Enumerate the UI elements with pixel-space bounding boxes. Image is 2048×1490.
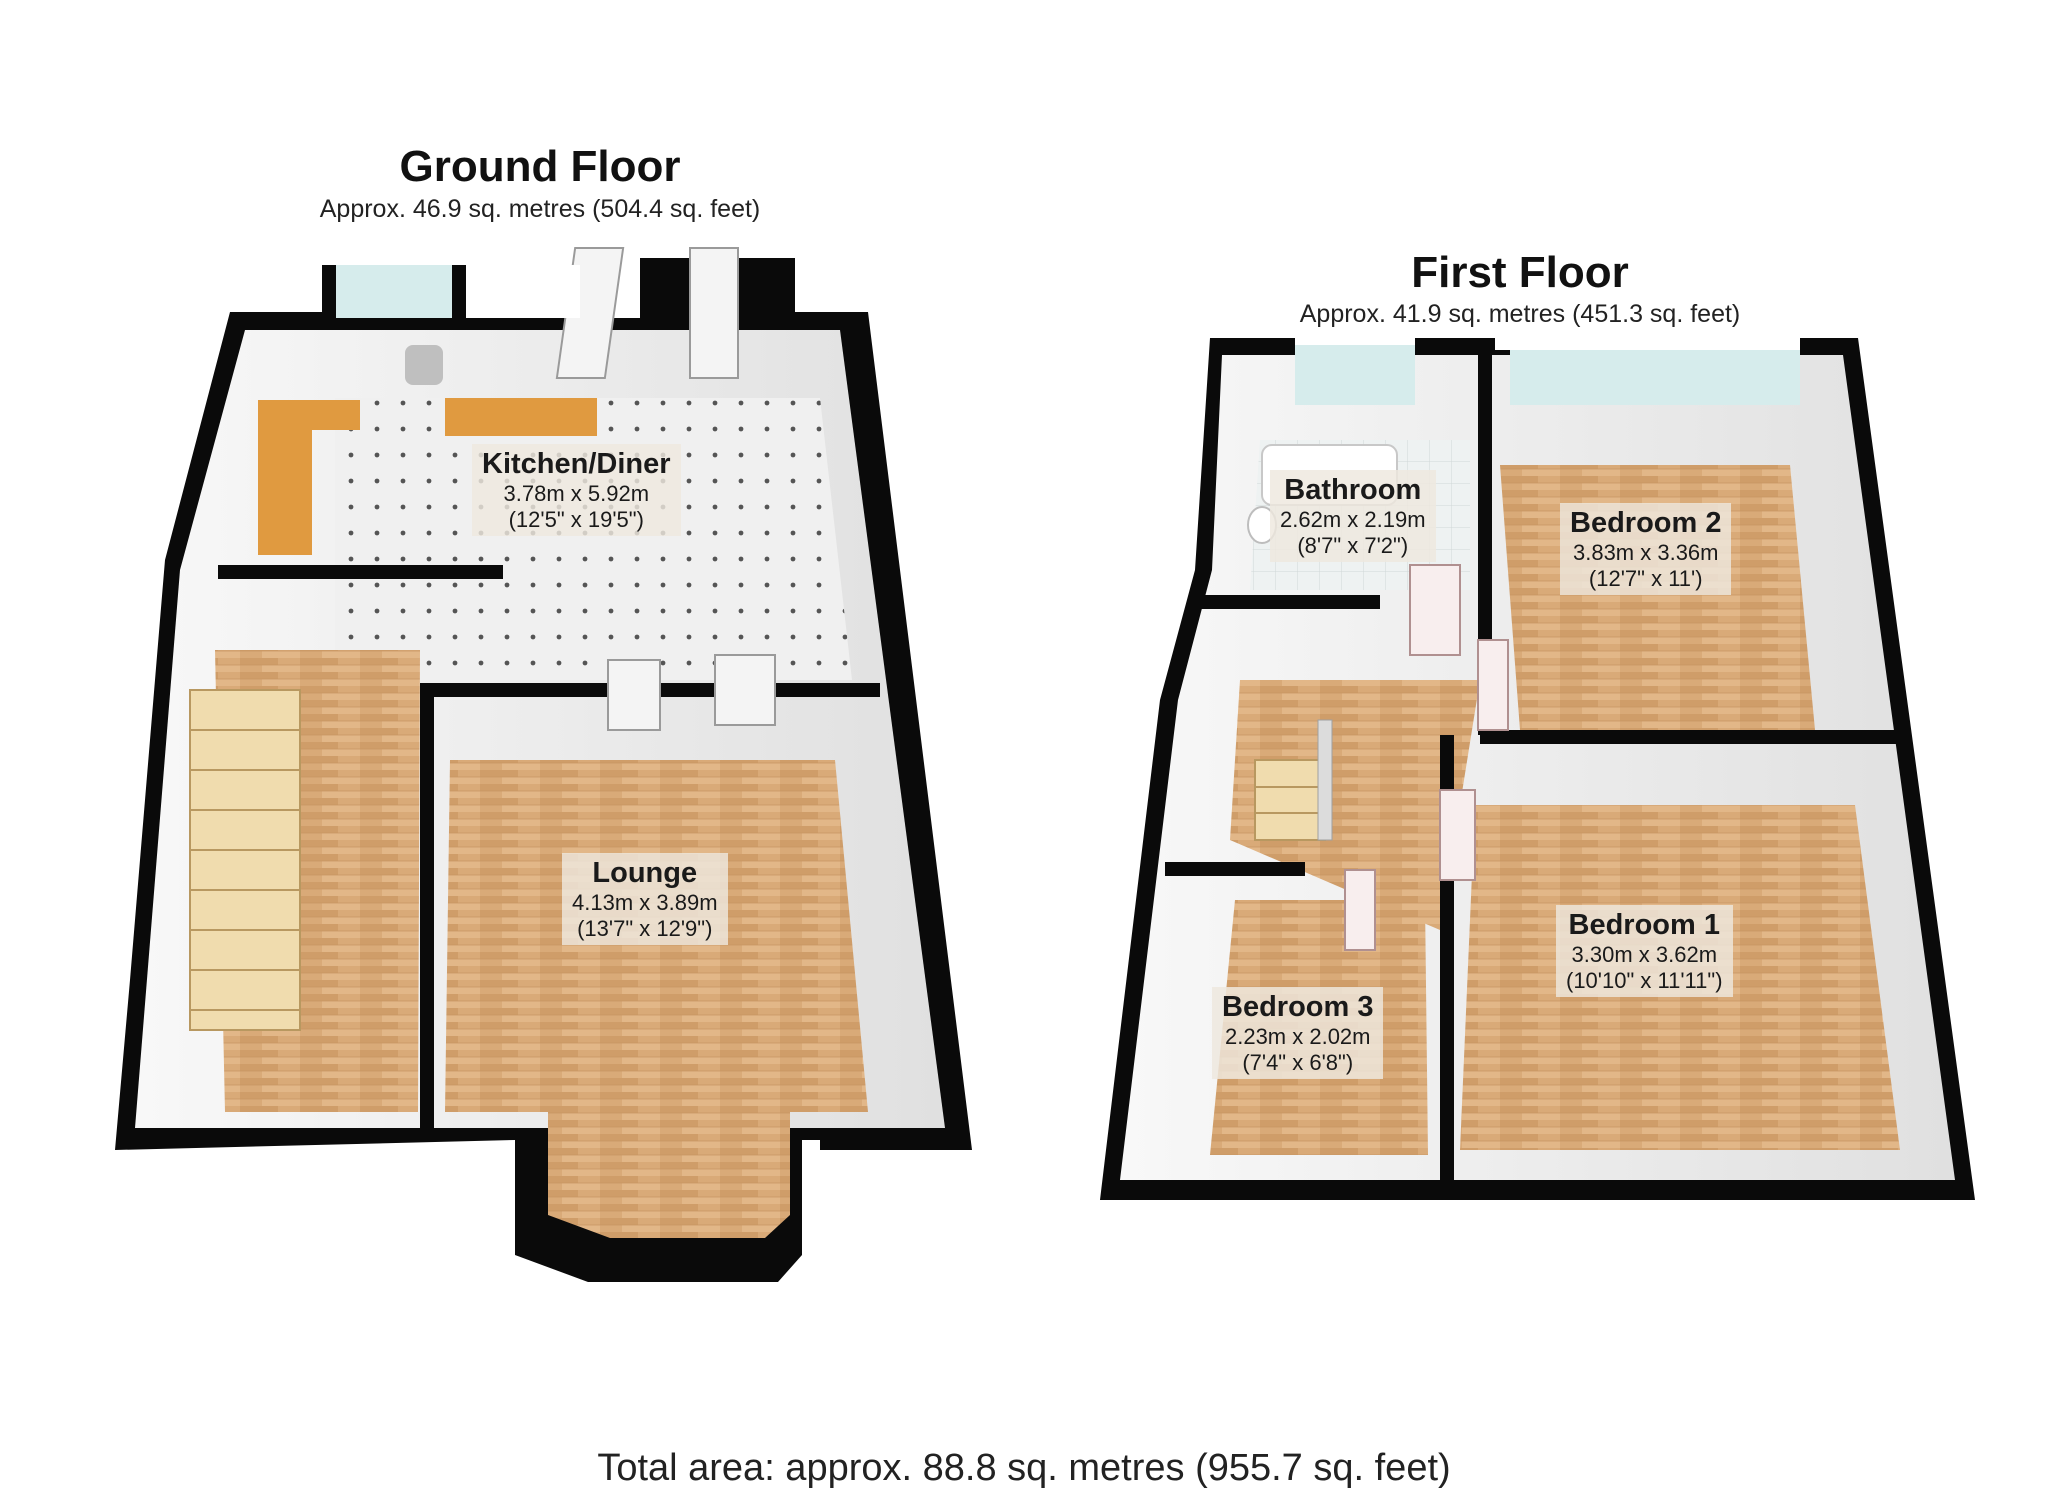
lounge-door-right [714,654,776,726]
kitchen-worktop-top [445,398,597,436]
bathroom-door [1409,564,1461,656]
room-metric: 3.30m x 3.62m [1571,942,1718,968]
lounge-door-left [607,659,661,731]
bay-window-floor [548,1112,790,1238]
hall-lounge-wall [420,683,434,1128]
room-name: Bedroom 3 [1222,991,1374,1023]
room-label-kitchen-diner: Kitchen/Diner 3.78m x 5.92m (12'5" x 19'… [472,444,681,536]
bathroom-window [1295,345,1415,405]
room-metric: 3.78m x 5.92m [503,481,650,507]
kitchen-hall-wall [218,565,503,579]
kitchen-window-left [336,265,452,318]
kitchen-sink [405,345,443,385]
first-floor-title: First Floor [1411,248,1629,297]
french-door-right [689,247,739,379]
room-name: Bedroom 2 [1570,507,1722,539]
bedroom-3-door [1344,869,1376,951]
room-name: Bathroom [1284,474,1422,506]
room-name: Bedroom 1 [1568,909,1720,941]
room-name: Lounge [592,857,698,889]
ground-floor-area: Approx. 46.9 sq. metres (504.4 sq. feet) [319,195,761,223]
room-imperial: (12'7" x 11') [1588,565,1703,591]
landing-stairs [1254,719,1333,841]
room-metric: 3.83m x 3.36m [1572,540,1719,566]
kitchen-window-right [466,265,580,318]
room-imperial: (13'7" x 12'9") [577,915,713,941]
room-imperial: (7'4" x 6'8") [1242,1049,1354,1075]
bathroom-wall-bottom [1200,595,1380,609]
bedroom-2-door [1477,639,1509,731]
room-label-bedroom-1: Bedroom 1 3.30m x 3.62m (10'10" x 11'11"… [1556,905,1733,997]
room-metric: 2.23m x 2.02m [1224,1024,1371,1050]
room-label-bedroom-2: Bedroom 2 3.83m x 3.36m (12'7" x 11') [1560,503,1732,595]
kitchen-floor [335,398,852,680]
bedroom-3-wall-top [1165,862,1305,876]
room-metric: 4.13m x 3.89m [572,890,718,916]
landing-floor [1230,680,1480,930]
bedroom-2-wall-bottom [1480,730,1900,744]
staircase [189,689,301,1031]
room-name: Kitchen/Diner [482,448,671,480]
room-imperial: (8'7" x 7'2") [1297,532,1409,558]
room-label-bedroom-3: Bedroom 3 2.23m x 2.02m (7'4" x 6'8") [1212,987,1384,1079]
ground-floor-plan [115,247,972,1282]
kitchen-worktop [258,400,360,555]
room-imperial: (10'10" x 11'11") [1566,967,1723,993]
room-metric: 2.62m x 2.19m [1280,507,1426,533]
total-area: Total area: approx. 88.8 sq. metres (955… [597,1447,1451,1489]
bedroom-1-door [1439,789,1476,881]
ground-floor-title: Ground Floor [399,142,681,191]
room-imperial: (12'5" x 19'5") [508,506,644,532]
room-label-bathroom: Bathroom 2.62m x 2.19m (8'7" x 7'2") [1270,470,1436,562]
room-label-lounge: Lounge 4.13m x 3.89m (13'7" x 12'9") [562,853,728,945]
bedroom-2-window [1510,350,1800,405]
first-floor-area: Approx. 41.9 sq. metres (451.3 sq. feet) [1299,300,1741,328]
